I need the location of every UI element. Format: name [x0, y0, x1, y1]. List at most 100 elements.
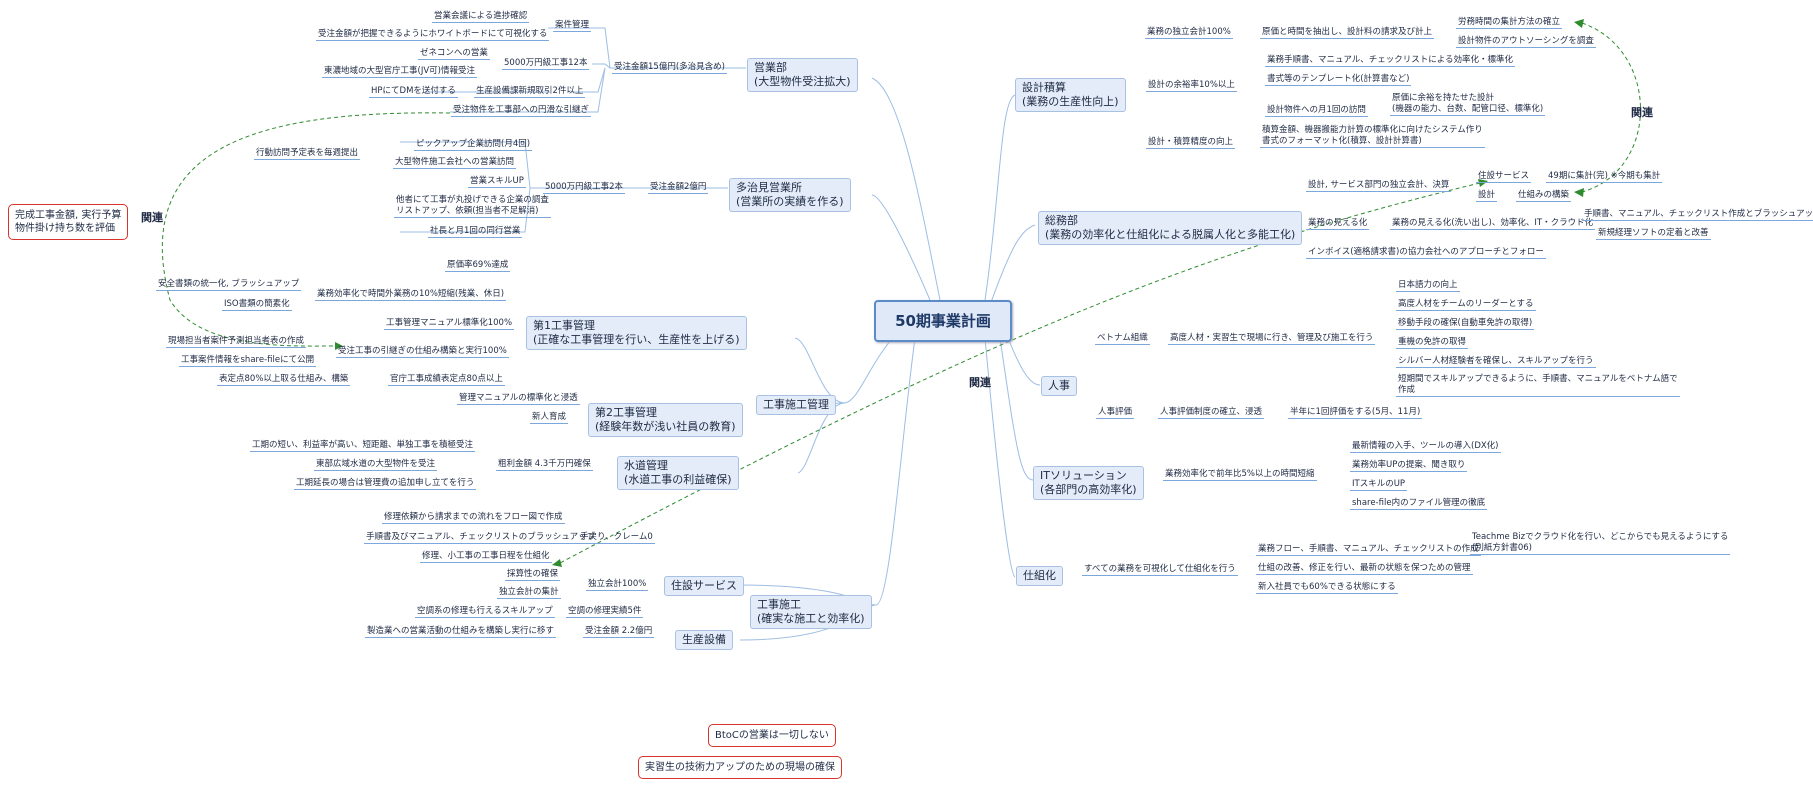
- dept-accounting[interactable]: 設計, サービス部門の独立会計、決算: [1306, 180, 1452, 192]
- outsourcing-survey[interactable]: 他者にて工事が丸投げできる企業の調査 リストアップ、依頼(担当者不足解消): [394, 195, 551, 218]
- gross-profit[interactable]: 粗利金額 4.3千万円確保: [496, 459, 593, 471]
- outsourcing[interactable]: 設計物件のアウトソーシングを調査: [1456, 36, 1596, 48]
- templates[interactable]: 書式等のテンプレート化(計算書など): [1265, 74, 1412, 86]
- topic-water[interactable]: 水道管理 (水道工事の利益確保): [617, 456, 739, 490]
- time-reduction[interactable]: 業務効率化で前年比5%以上の時間短縮: [1163, 469, 1317, 481]
- heavy-machinery[interactable]: 重機の免許の取得: [1396, 337, 1469, 349]
- eastern-water[interactable]: 東部広域水道の大型物件を受注: [314, 459, 438, 471]
- manual-standard[interactable]: 工事管理マニュアル標準化100%: [384, 318, 515, 330]
- flow-chart[interactable]: 修理依頼から請求までの流れをフロー図で作成: [382, 512, 565, 524]
- weekly-plan[interactable]: 行動訪問予定表を毎週提出: [254, 148, 361, 160]
- workflow-docs[interactable]: 業務フロー、手順書、マニュアル、チェックリストの作成: [1256, 544, 1481, 556]
- manual-brushup[interactable]: 手順書及びマニュアル、チェックリストのブラッシュアップ: [364, 532, 598, 544]
- topic-general-affairs[interactable]: 総務部 (業務の効率化と仕組化による脱属人化と多能工化): [1038, 211, 1303, 245]
- housing-service-acct[interactable]: 住設サービス: [1476, 171, 1532, 183]
- large-visit[interactable]: 大型物件施工会社への営業訪問: [393, 157, 517, 169]
- large-projects[interactable]: 5000万円級工事12本: [502, 58, 590, 70]
- ac-skill[interactable]: 空調系の修理も行えるスキルアップ: [415, 606, 555, 618]
- facility-new-clients[interactable]: 生産設備課新規取引2件以上: [474, 86, 586, 98]
- it-skill[interactable]: ITスキルのUP: [1350, 479, 1408, 491]
- iso-docs[interactable]: ISO書類の簡素化: [222, 299, 292, 311]
- ac-repairs[interactable]: 空調の修理実績5件: [566, 606, 644, 618]
- handover[interactable]: 受注物件を工事部への円滑な引継ぎ: [451, 105, 592, 117]
- topic-systematization[interactable]: 仕組化: [1016, 566, 1063, 586]
- topic-sales-dept[interactable]: 営業部 (大型物件受注拡大): [747, 58, 858, 92]
- system-maintenance[interactable]: 仕組の改善、修正を行い、最新の状態を保つための管理: [1256, 563, 1473, 575]
- note-btoc[interactable]: BtoCの営業は一切しない: [708, 724, 836, 747]
- visualization-it[interactable]: 業務の見える化(洗い出し)、効率化、IT・クラウド化: [1390, 218, 1596, 230]
- dx-tools[interactable]: 最新情報の入手、ツールの導入(DX化): [1350, 441, 1501, 453]
- profitability[interactable]: 採算性の確保: [505, 569, 561, 581]
- tono-public-works[interactable]: 東濃地域の大型官庁工事(JV可)情報受注: [322, 66, 477, 78]
- accounting-software[interactable]: 新規経理ソフトの定着と改善: [1596, 228, 1711, 240]
- labor-hours[interactable]: 労務時間の集計方法の確立: [1456, 17, 1563, 29]
- term49-total[interactable]: 49期に集計(完) ※今期も集計: [1546, 171, 1663, 183]
- sales-skill[interactable]: 営業スキルUP: [468, 176, 526, 188]
- tajimi-target[interactable]: 受注金額2億円: [648, 182, 709, 194]
- build-system[interactable]: 仕組みの構築: [1516, 190, 1572, 202]
- silver-staff[interactable]: シルバー人材経験者を確保し、スキルアップを行う: [1396, 356, 1596, 368]
- pickup-visits[interactable]: ピックアップ企業訪問(月4回): [414, 139, 533, 151]
- manufacturing-sales[interactable]: 製造業への営業活動の仕組みを構築し実行に移す: [365, 626, 557, 638]
- sales-target[interactable]: 受注金額15億円(多治見含め): [612, 62, 727, 74]
- teachme-biz[interactable]: Teachme Bizでクラウド化を行い、どこからでも見えるようにする (別紙方…: [1470, 532, 1731, 555]
- team-leader[interactable]: 高度人材をチームのリーダーとする: [1396, 299, 1536, 311]
- share-file-info[interactable]: 工事案件情報をshare-fileにて公開: [179, 355, 317, 367]
- semiannual-eval[interactable]: 半年に1回評価をする(5月、11月): [1288, 407, 1423, 419]
- design-accounting[interactable]: 業務の独立会計100%: [1145, 27, 1233, 39]
- topic-construction-management[interactable]: 工事施工管理: [756, 395, 836, 415]
- estimation-system[interactable]: 積算金額、機器搬能力計算の標準化に向けたシステム作り 書式のフォーマット化(積算…: [1260, 125, 1485, 148]
- accounting-total[interactable]: 独立会計の集計: [497, 587, 561, 599]
- drivers-license[interactable]: 移動手段の確保(自動車免許の取得): [1396, 318, 1535, 330]
- independent-accounting[interactable]: 独立会計100%: [586, 579, 649, 591]
- forecast-table[interactable]: 現場担当者案件予測担当者表の作成: [166, 336, 307, 348]
- vietnamese-manual[interactable]: 短期間でスキルアップできるように、手順書、マニュアルをベトナム語で 作成: [1396, 374, 1680, 397]
- topic-construction-2[interactable]: 第2工事管理 (経験年数が浅い社員の教育): [588, 403, 743, 437]
- extension-fee[interactable]: 工期延長の場合は管理費の追加申し立てを行う: [294, 478, 477, 490]
- design-margin[interactable]: 設計の余裕率10%以上: [1146, 80, 1237, 92]
- hp-dm[interactable]: HPにてDMを送付する: [369, 86, 458, 98]
- overtime-reduction[interactable]: 業務効率化で時間外業務の10%短縮(残業、休日): [315, 289, 507, 301]
- handover-system[interactable]: 受注工事の引継ぎの仕組み構築と実行100%: [336, 346, 509, 358]
- visualization[interactable]: 業務の見える化: [1306, 218, 1370, 230]
- new-staff-60[interactable]: 新入社員でも60%できる状態にする: [1256, 582, 1398, 594]
- vietnam-org[interactable]: ベトナム組織: [1095, 333, 1150, 345]
- topic-it-solution[interactable]: ITソリューション (各部門の高効率化): [1033, 466, 1144, 500]
- skilled-trainees[interactable]: 高度人材・実習生で現場に行き、管理及び施工を行う: [1168, 333, 1376, 345]
- efficiency-proposal[interactable]: 業務効率UPの提案、聞き取り: [1350, 460, 1468, 472]
- general-contractor[interactable]: ゼネコンへの営業: [418, 48, 490, 60]
- manual-penetration[interactable]: 管理マニュアルの標準化と浸透: [457, 393, 580, 405]
- public-score[interactable]: 官庁工事成績表定点80点以上: [388, 374, 505, 386]
- efficiency-standard[interactable]: 業務手順書、マニュアル、チェックリストによる効率化・標準化: [1265, 55, 1515, 67]
- president-visit[interactable]: 社長と月1回の同行営業: [428, 226, 523, 238]
- topic-tajimi-office[interactable]: 多治見営業所 (営業所の実績を作る): [729, 178, 851, 212]
- japanese-skill[interactable]: 日本語力の向上: [1396, 280, 1460, 292]
- case-whiteboard[interactable]: 受注金額が把握できるようにホワイトボードにて可視化する: [316, 29, 550, 41]
- zero-claims[interactable]: 手戻り、クレーム0: [578, 532, 655, 544]
- topic-construction-1[interactable]: 第1工事管理 (正確な工事管理を行い、生産性を上げる): [526, 316, 747, 350]
- score-system[interactable]: 表定点80%以上取る仕組み、構築: [217, 374, 351, 386]
- cost-extraction[interactable]: 原価と時間を抽出し、設計料の請求及び計上: [1260, 27, 1435, 39]
- invoice-approach[interactable]: インボイス(適格請求書)の協力会社へのアプローチとフォロー: [1306, 247, 1546, 259]
- evaluation-system[interactable]: 人事評価制度の確立、浸透: [1158, 407, 1265, 419]
- case-management[interactable]: 案件管理: [553, 20, 592, 32]
- topic-construction[interactable]: 工事施工 (確実な施工と効率化): [750, 595, 872, 629]
- visualize-all[interactable]: すべての業務を可視化して仕組化を行う: [1082, 564, 1238, 576]
- share-file-mgmt[interactable]: share-file内のファイル管理の徹底: [1350, 498, 1488, 510]
- manual-creation[interactable]: 手順書、マニュアル、チェックリスト作成とブラッシュアップ: [1582, 209, 1813, 221]
- topic-production-equipment[interactable]: 生産設備: [675, 630, 733, 650]
- design-acct[interactable]: 設計: [1476, 190, 1498, 202]
- accuracy[interactable]: 設計・積算精度の向上: [1146, 137, 1236, 149]
- topic-design-estimation[interactable]: 設計積算 (業務の生産性向上): [1015, 78, 1126, 112]
- root-topic[interactable]: 50期事業計画: [874, 300, 1012, 342]
- note-evaluation[interactable]: 完成工事金額, 実行予算 物件掛け持ち数を評価: [8, 204, 129, 240]
- schedule-system[interactable]: 修理、小工事の工事日程を仕組化: [420, 551, 552, 563]
- new-staff-training[interactable]: 新人育成: [530, 412, 569, 424]
- monthly-visit[interactable]: 設計物件への月1回の訪問: [1265, 105, 1368, 117]
- note-trainee[interactable]: 実習生の技術力アップのための現場の確保: [638, 756, 842, 779]
- short-term-works[interactable]: 工期の短い、利益率が高い、短距離、単独工事を積極受注: [250, 440, 476, 452]
- safety-docs[interactable]: 安全書類の統一化, ブラッシュアップ: [156, 279, 302, 291]
- case-meeting[interactable]: 営業会議による進捗確認: [432, 11, 530, 23]
- production-target[interactable]: 受注金額 2.2億円: [583, 626, 655, 638]
- topic-hr[interactable]: 人事: [1041, 376, 1077, 396]
